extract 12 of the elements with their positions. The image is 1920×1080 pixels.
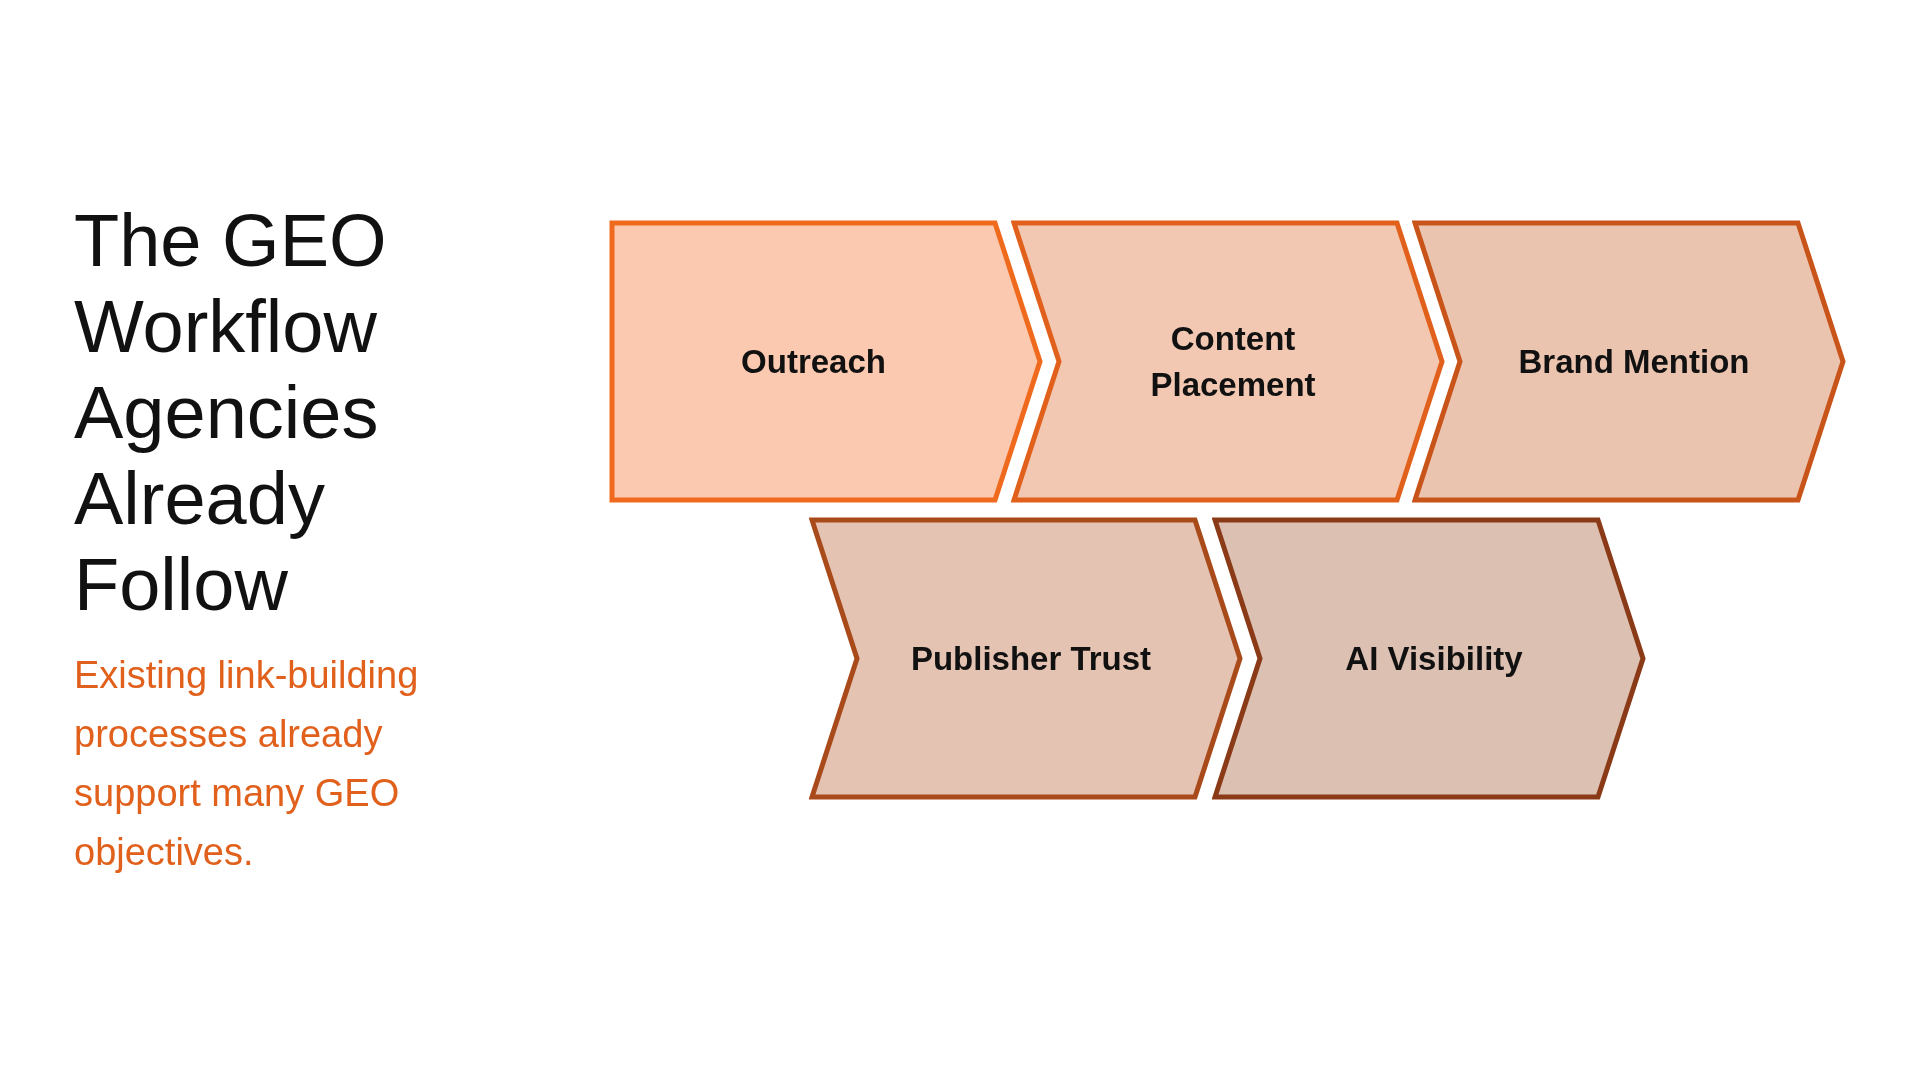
step-label: AI Visibility: [1345, 638, 1523, 679]
slide-title: The GEO Workflow Agencies Already Follow: [74, 198, 388, 628]
step-label: Content Placement: [1149, 318, 1317, 405]
chevron-step: [1412, 220, 1846, 503]
step-label: Outreach: [741, 341, 886, 382]
step-label: Publisher Trust: [910, 638, 1152, 679]
subtitle-text: Existing link-building processes already support many GEO objectives.: [74, 653, 420, 875]
chevron-step: [1212, 517, 1646, 800]
chevron-step: [1011, 220, 1445, 503]
chevron-step: [609, 220, 1043, 503]
step-label: Brand Mention: [1518, 341, 1750, 382]
chevron-step: [809, 517, 1243, 800]
